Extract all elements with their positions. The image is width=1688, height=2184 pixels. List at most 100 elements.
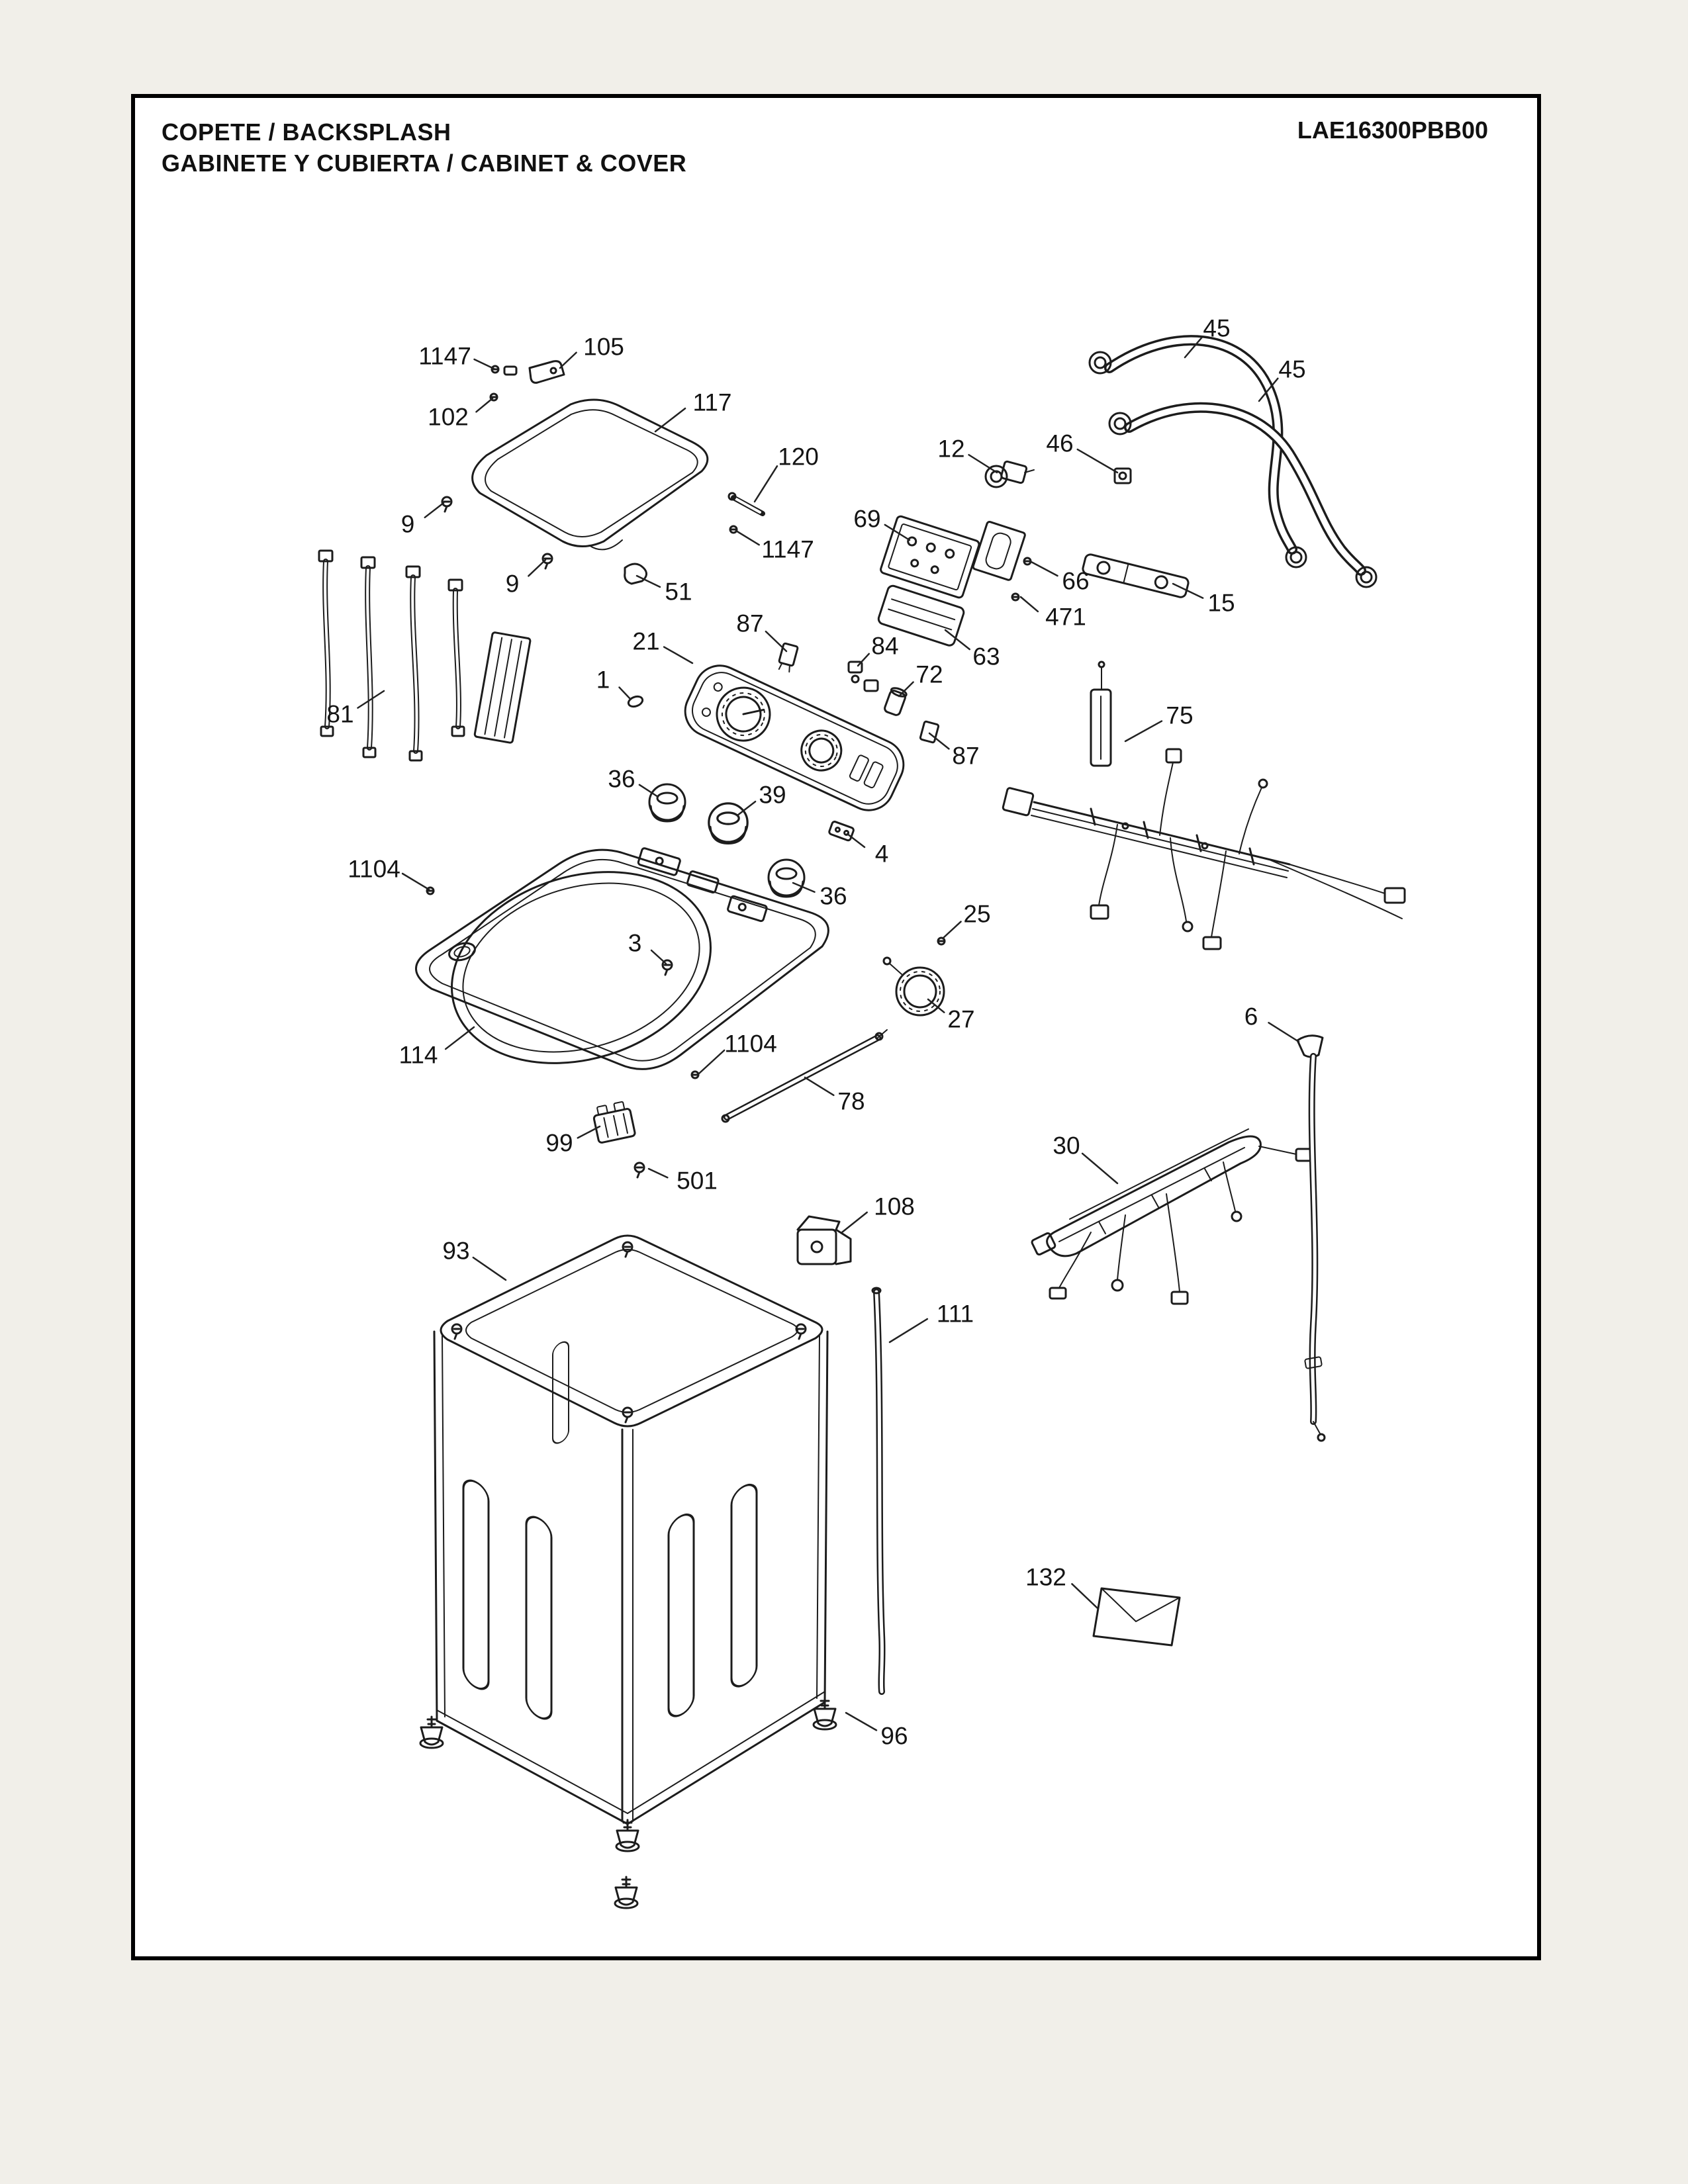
part-callout: 30 xyxy=(1053,1132,1080,1160)
cabinet-drawing xyxy=(419,1234,837,1909)
callout-leader xyxy=(1124,720,1163,743)
callout-leader xyxy=(650,949,667,965)
part-callout: 66 xyxy=(1062,568,1089,595)
part-callout: 132 xyxy=(1025,1564,1066,1591)
part-callout: 46 xyxy=(1046,430,1073,457)
harness-75-drawing xyxy=(1002,660,1406,950)
part-callout: 78 xyxy=(837,1088,865,1115)
callout-leader xyxy=(1029,560,1058,577)
part-callout: 25 xyxy=(963,901,990,928)
callout-leader xyxy=(857,653,870,667)
page-header: COPETE / BACKSPLASH GABINETE Y CUBIERTA … xyxy=(162,116,686,179)
callout-leader xyxy=(968,454,998,474)
callout-leader xyxy=(357,690,385,709)
part-callout: 87 xyxy=(952,743,979,770)
callout-leader xyxy=(1184,336,1203,359)
title-line-1: COPETE / BACKSPLASH xyxy=(162,118,451,146)
callout-leader xyxy=(765,630,788,653)
callout-leader xyxy=(1268,1022,1300,1043)
callout-leader xyxy=(927,998,945,1013)
callout-leader xyxy=(698,1049,726,1075)
callout-leader xyxy=(473,358,495,370)
fill-hoses-drawing xyxy=(1088,335,1378,588)
callout-leader xyxy=(663,646,694,664)
part-callout: 36 xyxy=(608,766,635,793)
callout-leader xyxy=(888,1318,929,1343)
part-callout: 501 xyxy=(677,1167,718,1195)
literature-drawing xyxy=(1092,1587,1181,1647)
part-callout: 471 xyxy=(1045,604,1086,631)
part-callout: 9 xyxy=(401,511,415,538)
part-callout: 3 xyxy=(628,930,642,957)
harness-30-drawing xyxy=(1031,1128,1315,1305)
callout-leader xyxy=(1019,596,1039,613)
part-callout: 1147 xyxy=(761,536,814,563)
part-callout: 1104 xyxy=(348,856,400,883)
part-callout: 1 xyxy=(596,666,610,694)
callout-leader xyxy=(638,784,659,798)
part-callout: 99 xyxy=(545,1130,573,1157)
callout-leader xyxy=(444,1026,475,1050)
callout-leader xyxy=(647,1167,669,1179)
part-callout: 105 xyxy=(583,334,624,361)
callout-leader xyxy=(804,1076,835,1097)
part-callout: 45 xyxy=(1278,356,1305,383)
part-callout: 6 xyxy=(1244,1003,1258,1030)
part-callout: 108 xyxy=(874,1193,915,1220)
hose-6-drawing xyxy=(1296,1034,1326,1442)
callout-leader xyxy=(559,351,577,369)
part-callout: 12 xyxy=(937,435,964,463)
callout-leader xyxy=(654,407,686,433)
part-callout: 15 xyxy=(1207,590,1235,617)
callout-leader xyxy=(618,686,632,700)
callout-leader xyxy=(944,629,971,651)
harness-81-drawing xyxy=(318,549,532,762)
callout-leader xyxy=(792,882,816,893)
part-callout: 9 xyxy=(506,570,520,598)
part-callout: 72 xyxy=(915,661,943,688)
part-callout: 93 xyxy=(442,1238,469,1265)
part-callout: 102 xyxy=(428,404,469,431)
part-callout: 69 xyxy=(853,506,880,533)
part-callout: 117 xyxy=(693,389,732,416)
electronics-drawing xyxy=(877,460,1190,647)
rod-111-drawing xyxy=(871,1287,886,1695)
callout-leader xyxy=(884,523,911,541)
callout-leader xyxy=(941,921,962,940)
callout-leader xyxy=(401,872,430,891)
part-callout: 21 xyxy=(632,628,659,655)
part-callout: 27 xyxy=(947,1006,974,1033)
callout-leader xyxy=(577,1125,601,1139)
callout-leader xyxy=(472,1256,507,1281)
bracket-108-drawing xyxy=(796,1215,852,1265)
part-callout: 36 xyxy=(820,883,847,910)
diagram-frame xyxy=(131,94,1541,1960)
part-callout: 111 xyxy=(937,1300,974,1328)
callout-leader xyxy=(735,529,760,546)
top-panel-drawing xyxy=(415,847,946,1179)
callout-leader xyxy=(841,1211,868,1234)
title-line-2: GABINETE Y CUBIERTA / CABINET & COVER xyxy=(162,150,687,177)
part-callout: 1147 xyxy=(418,343,471,370)
lid-drawing xyxy=(441,360,765,585)
callout-leader xyxy=(1081,1152,1119,1185)
callout-leader xyxy=(1172,582,1204,599)
callout-leader xyxy=(1076,448,1119,474)
part-callout: 45 xyxy=(1203,315,1230,342)
part-callout: 75 xyxy=(1166,702,1193,729)
document-number: LAE16300PBB00 xyxy=(1297,116,1488,144)
part-callout: 87 xyxy=(736,610,763,637)
callout-leader xyxy=(528,559,547,577)
callout-leader xyxy=(736,800,757,817)
part-callout: 114 xyxy=(399,1042,438,1069)
part-callout: 51 xyxy=(665,578,692,606)
part-callout: 4 xyxy=(875,841,889,868)
part-callout: 81 xyxy=(326,701,353,728)
callout-leader xyxy=(898,681,914,698)
callout-leader xyxy=(845,1711,878,1731)
part-callout: 120 xyxy=(778,443,819,471)
part-callout: 39 xyxy=(759,782,786,809)
callout-leader xyxy=(424,502,445,519)
